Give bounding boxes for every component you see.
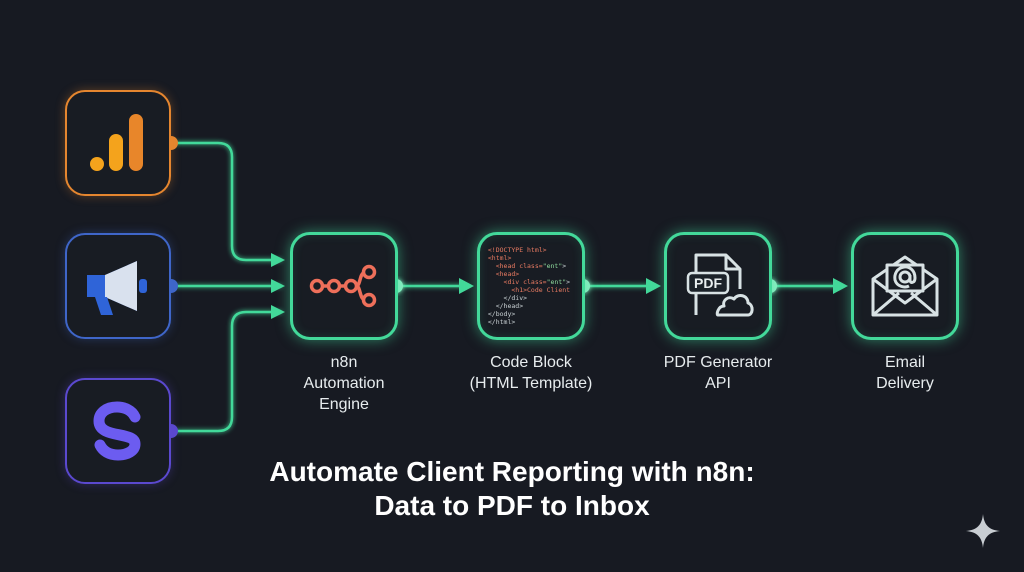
sparkle-icon — [966, 514, 1000, 548]
arrowhead — [271, 279, 285, 293]
n8n-logo-icon — [309, 264, 377, 308]
pdf-generator-node: PDF — [664, 232, 772, 340]
code-line: <!DOCTYPE html> — [487, 246, 547, 254]
email-envelope-icon — [871, 255, 939, 317]
email-delivery-node — [851, 232, 959, 340]
title-line-2: Data to PDF to Inbox — [374, 490, 650, 521]
s-app-source-card — [65, 378, 171, 484]
code-line: <h1>Code Client — [487, 286, 571, 294]
n8n-engine-node — [290, 232, 398, 340]
code-line: <html> — [487, 254, 512, 262]
s-letter-icon — [93, 401, 141, 461]
pdf-generator-label: PDF Generator API — [663, 354, 773, 392]
title-line-1: Automate Client Reporting with n8n: — [269, 456, 755, 487]
code-line: <head class="ent"> — [487, 262, 567, 270]
page-title: Automate Client Reporting with n8n: Data… — [212, 455, 812, 523]
pdf-badge-text: PDF — [694, 275, 722, 291]
arrowhead — [833, 278, 848, 294]
arrowhead — [646, 278, 661, 294]
code-block-node: <!DOCTYPE html><html> <head class="ent">… — [477, 232, 585, 340]
arrowhead — [459, 278, 474, 294]
code-block-label: Code Block (HTML Template) — [469, 354, 593, 392]
code-line: <div class="ent"> — [487, 278, 571, 286]
ads-source-card — [65, 233, 171, 339]
arrowhead — [271, 305, 285, 319]
bar-chart-icon — [90, 114, 143, 171]
analytics-source-card — [65, 90, 171, 196]
email-delivery-label: Email Delivery — [876, 354, 934, 392]
html-code-icon: <!DOCTYPE html><html> <head class="ent">… — [488, 246, 570, 326]
arrowhead — [271, 253, 285, 267]
pdf-cloud-icon: PDF — [686, 253, 754, 317]
n8n-engine-label: n8n Automation Engine — [303, 354, 385, 413]
megaphone-icon — [87, 261, 147, 315]
code-line: </head> — [487, 302, 524, 310]
code-line: </div> — [487, 294, 528, 302]
code-line: <head> — [487, 270, 520, 278]
wire-analytics-to-n8n — [171, 141, 282, 262]
code-line: </html> — [487, 318, 516, 326]
code-line: </body> — [487, 310, 516, 318]
wire-s-to-n8n — [171, 310, 282, 433]
